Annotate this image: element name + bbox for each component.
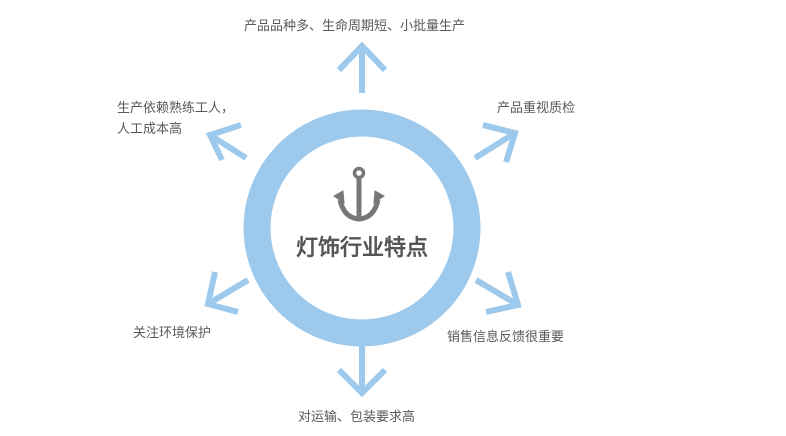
arrow-down	[336, 345, 388, 398]
feature-upper-left-line1: 生产依赖熟练工人，	[117, 101, 235, 116]
anchor-icon	[333, 166, 385, 222]
arrow-lower-left	[204, 271, 250, 315]
arrow-upper-left	[205, 122, 248, 162]
feature-upper-right: 产品重视质检	[497, 101, 576, 116]
feature-bottom: 对运输、包装要求高	[298, 410, 416, 425]
feature-lower-right: 销售信息反馈很重要	[447, 330, 565, 345]
arrow-up	[336, 41, 388, 93]
feature-upper-left-line2: 人工成本高	[117, 122, 183, 137]
arrow-upper-right	[473, 122, 519, 163]
arrow-lower-right	[474, 271, 522, 315]
center-ring	[243, 109, 481, 347]
feature-lower-left: 关注环境保护	[133, 326, 212, 341]
center-title: 灯饰行业特点	[295, 236, 428, 261]
feature-top: 产品品种多、生命周期短、小批量生产	[244, 19, 466, 34]
